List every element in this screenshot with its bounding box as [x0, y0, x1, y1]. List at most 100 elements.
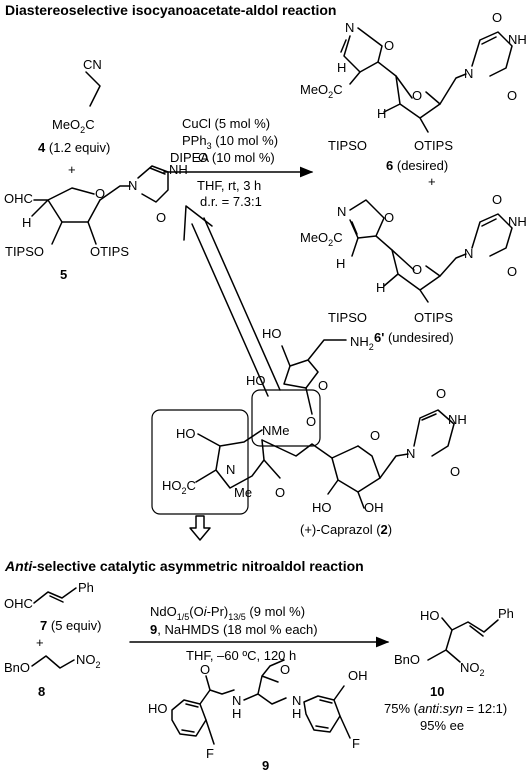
c6p-nucleobase-n: N — [464, 246, 473, 261]
c5-number: 5 — [60, 267, 67, 282]
c4-nitrile-label: CN — [83, 57, 102, 72]
plus-1: + — [68, 162, 76, 177]
reaction-1: CuCl (5 mol %) PPh3 (10 mol %) DIPEA (10… — [163, 116, 314, 209]
c5-o-bottom: O — [156, 210, 166, 225]
c9-nh2-n: N — [292, 693, 301, 708]
c7-aldehyde-label: OHC — [4, 596, 33, 611]
c6-n-label: N — [345, 20, 354, 35]
c6p-ring-o-label: O — [412, 262, 422, 277]
cond1-catalyst: CuCl (5 mol %) — [182, 116, 270, 131]
c10-no2-label: NO2 — [460, 660, 485, 678]
c4-ester-label: MeO2C — [52, 117, 95, 135]
c6p-nh-label: NH — [508, 214, 527, 229]
c6-h2-label: H — [377, 106, 386, 121]
cond1-ligand: PPh3 (10 mol %) — [182, 133, 278, 151]
c9-f2-label: F — [352, 736, 360, 751]
c5-n-label: N — [128, 178, 137, 193]
cond1-base: DIPEA (10 mol %) — [170, 150, 275, 165]
cap-oh1-label: HO — [312, 500, 332, 515]
c6p-h-label: H — [336, 256, 345, 271]
c8-no2-label: NO2 — [76, 652, 101, 670]
c5-tipso-label: TIPSO — [5, 244, 44, 259]
cap-me-label: Me — [234, 485, 252, 500]
compound-6-prime: N O MeO2C H O H N NH O O TIPSO OTIPS 6' … — [300, 192, 527, 345]
c7-ph-label: Ph — [78, 580, 94, 595]
cond2-ligand: 9, NaHMDS (18 mol % each) — [150, 622, 318, 637]
cond2-solvent: THF, –60 ºC, 120 h — [186, 648, 296, 663]
c5-ring-o-label: O — [95, 186, 105, 201]
c6-o-label: O — [384, 38, 394, 53]
c6-h-label: H — [337, 60, 346, 75]
reaction-2: NdO1/5(Oi-Pr)13/5 (9 mol %) 9, NaHMDS (1… — [129, 604, 390, 663]
c9-nh1-h: H — [232, 706, 241, 721]
cap-ho2c-label: HO2C — [162, 478, 196, 496]
cap-ho2-label: HO — [246, 373, 266, 388]
c9-number: 9 — [262, 758, 269, 773]
c6-otips-label: OTIPS — [414, 138, 453, 153]
cond1-solvent: THF, rt, 3 h — [197, 178, 261, 193]
c6p-caption: 6' (undesired) — [374, 330, 454, 345]
c6-tipso-label: TIPSO — [328, 138, 367, 153]
c6-o-top: O — [492, 10, 502, 25]
c9-ho-label: HO — [148, 701, 168, 716]
c6p-o-top: O — [492, 192, 502, 207]
c10-number: 10 — [430, 684, 444, 699]
cap-o-bottom: O — [450, 464, 460, 479]
c9-nh1-n: N — [232, 693, 241, 708]
c10-ph-label: Ph — [498, 606, 514, 621]
c9-nh2-h: H — [292, 706, 301, 721]
cap-n-label: N — [226, 462, 235, 477]
cap-o2-label: O — [306, 414, 316, 429]
cap-o-top: O — [436, 386, 446, 401]
c6p-n-label: N — [337, 204, 346, 219]
compound-10: HO Ph BnO NO2 10 75% (anti:syn = 12:1) 9… — [384, 606, 514, 733]
compound-6: N O H MeO2C O H N NH O O TIPSO OTIPS 6 (… — [300, 10, 527, 173]
c10-yield: 75% (anti:syn = 12:1) — [384, 701, 507, 716]
cap-ho1-label: HO — [262, 326, 282, 341]
cond1-dr: d.r. = 7.3:1 — [200, 194, 262, 209]
c9-o2-label: O — [280, 662, 290, 677]
c4-caption: 4 (1.2 equiv) — [38, 140, 110, 155]
highlight-box-left — [151, 409, 249, 515]
c5-h-label: H — [22, 215, 31, 230]
compound-4: CN MeO2C 4 (1.2 equiv) — [38, 57, 110, 155]
c6-ring-o-label: O — [412, 88, 422, 103]
c6p-tipso-label: TIPSO — [328, 310, 367, 325]
c6p-ester-label: MeO2C — [300, 230, 343, 248]
c9-f1-label: F — [206, 746, 214, 761]
c10-ee: 95% ee — [420, 718, 464, 733]
plus-2: + — [428, 174, 436, 189]
c8-number: 8 — [38, 684, 45, 699]
c7-caption: 7 (5 equiv) — [40, 618, 101, 633]
compound-5: OHC H O N NH O O TIPSO OTIPS 5 — [4, 150, 208, 282]
c6p-o-label: O — [384, 210, 394, 225]
c6-ester-label: MeO2C — [300, 82, 343, 100]
down-arrow — [189, 515, 211, 541]
c8-bno-label: BnO — [4, 660, 30, 675]
cond2-catalyst: NdO1/5(Oi-Pr)13/5 (9 mol %) — [150, 604, 305, 622]
cap-amide-o: O — [275, 485, 285, 500]
c6p-o-bottom: O — [507, 264, 517, 279]
cap-ring-o: O — [370, 428, 380, 443]
c6p-otips-label: OTIPS — [414, 310, 453, 325]
c5-otips-label: OTIPS — [90, 244, 129, 259]
retro-arrow — [183, 205, 281, 397]
cap-oh2-label: OH — [364, 500, 384, 515]
c6-caption: 6 (desired) — [386, 158, 448, 173]
cap-nh-label: NH — [448, 412, 467, 427]
c10-ho-label: HO — [420, 608, 440, 623]
highlight-box-right — [251, 389, 321, 447]
cap-ho3-label: HO — [176, 426, 196, 441]
caprazol: HO HO NH2 O O NMe HO HO2C N Me O O N NH … — [151, 326, 467, 537]
compound-7: OHC Ph 7 (5 equiv) — [4, 580, 101, 633]
plus-3: + — [36, 635, 44, 650]
c5-aldehyde-label: OHC — [4, 191, 33, 206]
section2-title: Anti-selective catalytic asymmetric nitr… — [4, 558, 364, 574]
cap-nh2-label: NH2 — [350, 334, 374, 352]
cap-o-label: O — [318, 378, 328, 393]
section1-title: Diastereoselective isocyanoacetate-aldol… — [5, 2, 336, 18]
c10-bno-label: BnO — [394, 652, 420, 667]
c6-nh-label: NH — [508, 32, 527, 47]
cap-n2-label: N — [406, 446, 415, 461]
